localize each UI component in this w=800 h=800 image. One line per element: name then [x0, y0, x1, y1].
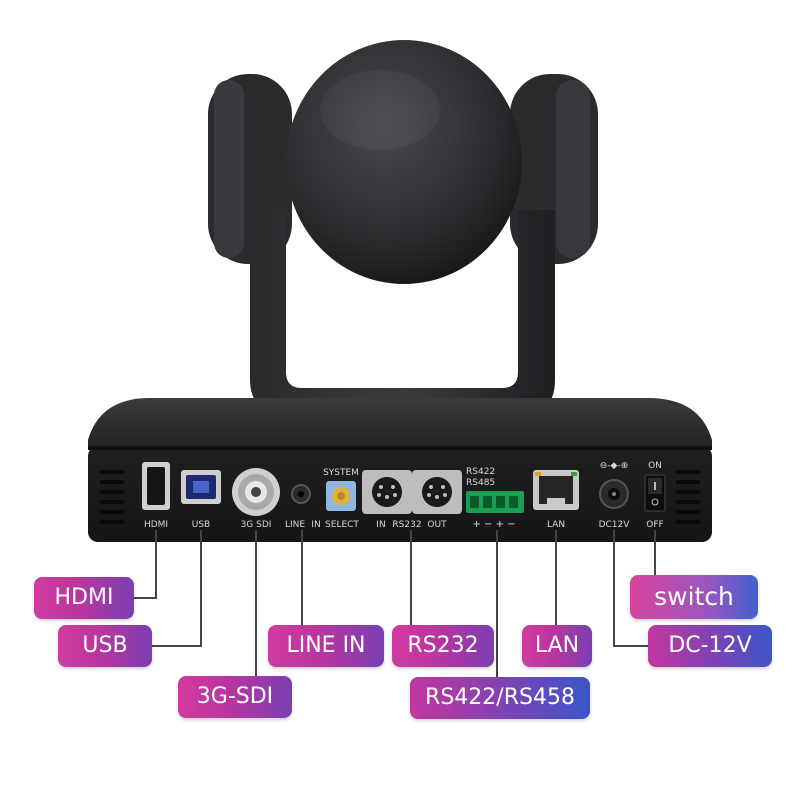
rs232-in-label: IN — [376, 520, 385, 530]
hdmi-port — [142, 462, 170, 510]
usb-port-label: USB — [192, 520, 210, 530]
in-port-label: IN — [311, 520, 320, 530]
camera-head — [208, 40, 598, 415]
line-port-label: LINE — [285, 520, 305, 530]
rs232-label: RS232 — [392, 520, 421, 530]
left-vents — [100, 470, 124, 524]
usb-port — [181, 470, 221, 504]
lan-port — [533, 470, 579, 510]
dc-polarity-symbol: ⊖-◆-⊕ — [600, 461, 629, 471]
rs232-out-label: OUT — [427, 520, 447, 530]
callout-lan: LAN — [522, 625, 592, 667]
callout-rs232: RS232 — [392, 625, 494, 667]
callout-dc-12v: DC-12V — [648, 625, 772, 667]
callout-rs422: RS422/RS458 — [410, 677, 590, 719]
select-label: SELECT — [325, 520, 359, 530]
system-label: SYSTEM — [323, 468, 359, 478]
rs422-terminal — [466, 491, 524, 513]
callout-hdmi: HDMI — [34, 577, 134, 619]
rs232-ports — [362, 470, 462, 514]
callout-3g-sdi: 3G-SDI — [178, 676, 292, 718]
hdmi-port-label: HDMI — [144, 520, 168, 530]
lan-port-label: LAN — [547, 520, 565, 530]
dc12v-label: DC12V — [599, 520, 631, 530]
connector-lines — [132, 530, 656, 698]
rs485-label: RS485 — [466, 478, 495, 488]
callout-switch: switch — [630, 575, 758, 619]
right-vents — [676, 470, 700, 524]
callout-line-in: LINE IN — [268, 625, 384, 667]
sdi-port — [232, 468, 280, 516]
callout-usb: USB — [58, 625, 152, 667]
rs422-polarity: + − + − — [472, 519, 515, 530]
dc-jack — [599, 479, 629, 509]
sdi-port-label: 3G SDI — [241, 520, 272, 530]
on-label: ON — [648, 461, 662, 471]
power-switch — [644, 474, 666, 512]
line-in-jack — [291, 484, 311, 504]
off-label: OFF — [646, 520, 663, 530]
system-select-dial — [326, 481, 356, 511]
rs422-label: RS422 — [466, 467, 495, 477]
